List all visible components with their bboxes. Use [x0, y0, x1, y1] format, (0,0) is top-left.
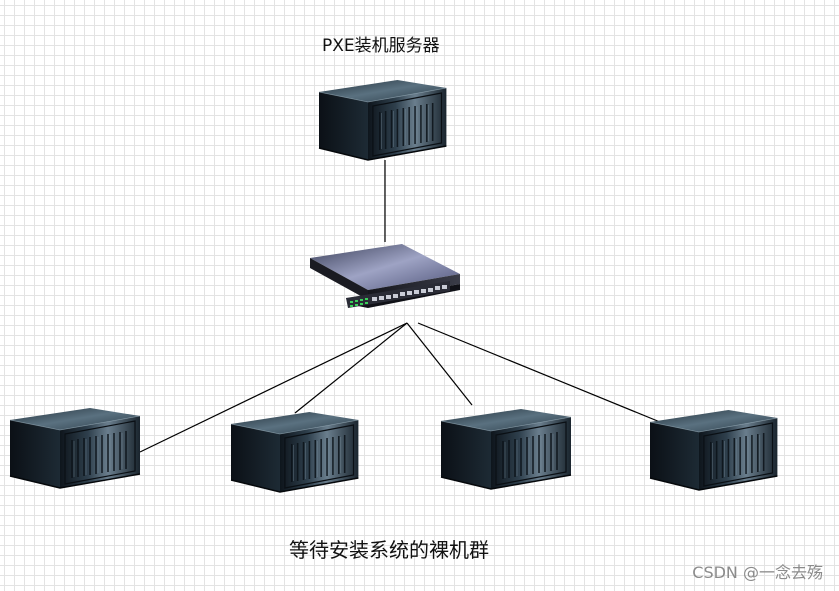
link-switch-machine-4 [417, 322, 661, 423]
network-switch-icon [310, 244, 460, 308]
watermark: CSDN @一念去殇 [692, 563, 823, 582]
bare-machine-1-icon [9, 407, 141, 489]
bare-machine-group-label: 等待安装系统的裸机群 [289, 538, 489, 562]
link-switch-machine-1 [139, 322, 408, 453]
pxe-server-label: PXE装机服务器 [322, 36, 440, 56]
pxe-server-icon [318, 79, 448, 161]
bare-machine-3-icon [440, 408, 572, 490]
bare-machine-2-icon [230, 411, 360, 493]
bare-machine-4-icon [649, 409, 779, 491]
link-switch-machine-2 [294, 322, 408, 414]
switch-ports [346, 281, 450, 308]
connection-lines [139, 160, 661, 453]
link-switch-machine-3 [406, 322, 473, 406]
